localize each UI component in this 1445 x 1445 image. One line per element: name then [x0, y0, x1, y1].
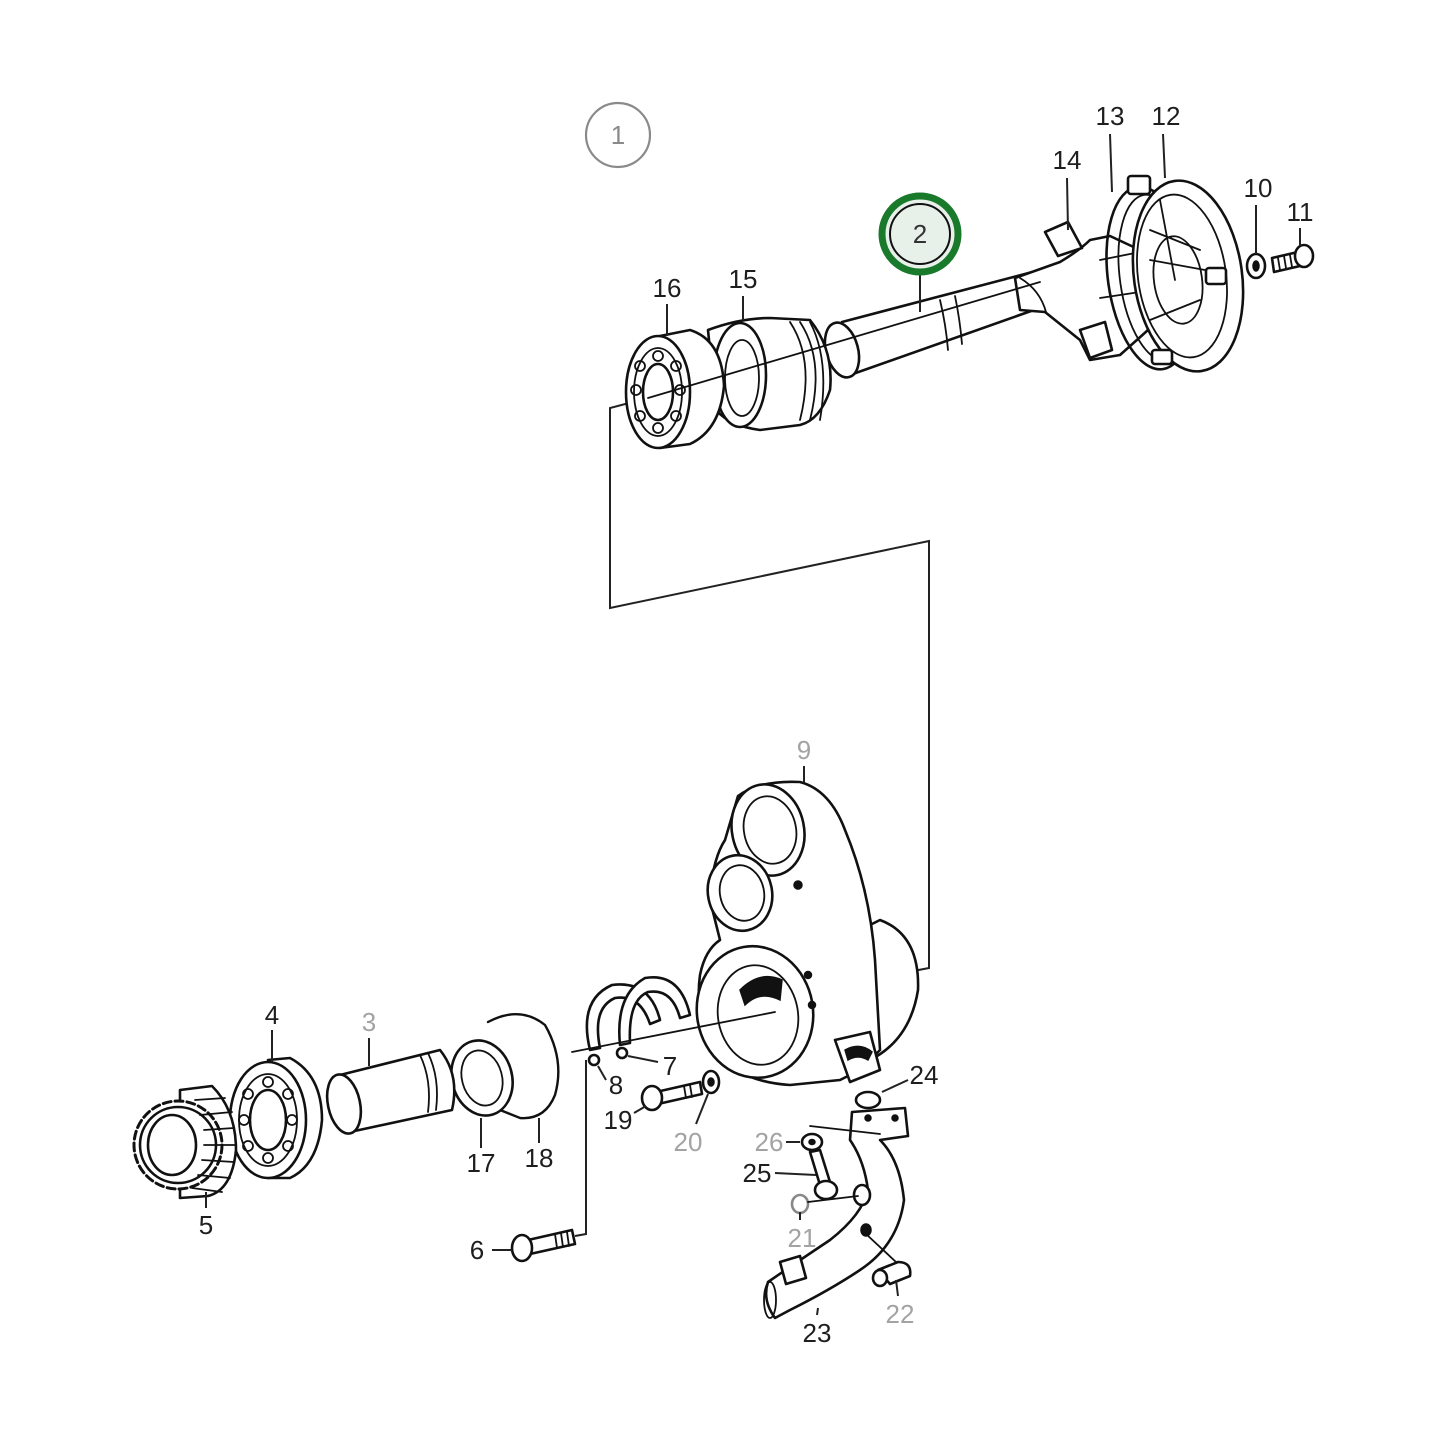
- part-2-shaft[interactable]: [819, 268, 1050, 381]
- part-label-6[interactable]: 6: [470, 1235, 484, 1265]
- part-24-seal[interactable]: [854, 1090, 882, 1110]
- part-4-bearing[interactable]: [228, 1056, 324, 1180]
- plug-21-axis: [807, 1195, 859, 1203]
- callout-2-label: 2: [913, 219, 927, 249]
- part-label-22[interactable]: 22: [886, 1299, 915, 1329]
- part-label-25[interactable]: 25: [743, 1158, 772, 1188]
- part-14-impeller[interactable]: [1013, 220, 1150, 362]
- part-label-15[interactable]: 15: [729, 264, 758, 294]
- part-12-pump-cover[interactable]: [1121, 173, 1255, 378]
- part-15-seal[interactable]: [706, 316, 832, 432]
- part-6-bolt[interactable]: [510, 1228, 577, 1263]
- part-label-8[interactable]: 8: [609, 1070, 623, 1100]
- part-label-3[interactable]: 3: [362, 1007, 376, 1037]
- fitting-22-axis: [865, 1233, 897, 1263]
- part-label-24[interactable]: 24: [910, 1060, 939, 1090]
- part-label-4[interactable]: 4: [265, 1000, 279, 1030]
- assembly-connector-line: [609, 397, 930, 973]
- part-7-thrust-washer[interactable]: [585, 975, 692, 1052]
- part-10-washer[interactable]: [1245, 252, 1267, 280]
- part-21-plug[interactable]: [790, 1193, 810, 1215]
- part-label-19[interactable]: 19: [604, 1105, 633, 1135]
- part-label-9[interactable]: 9: [797, 735, 811, 765]
- part-label-12[interactable]: 12: [1152, 101, 1181, 131]
- pipe-axis-line: [809, 1125, 881, 1135]
- part-20-washer[interactable]: [701, 1069, 721, 1095]
- top-axis-line: [647, 281, 1041, 399]
- part-label-5[interactable]: 5: [199, 1210, 213, 1240]
- leader-lines: [205, 133, 1301, 1316]
- part-19-bolt[interactable]: [640, 1080, 704, 1112]
- part-17-seal-ring[interactable]: [443, 1034, 521, 1123]
- part-5-gear[interactable]: [132, 1084, 238, 1200]
- bearing-balls: [238, 1076, 298, 1164]
- part-label-13[interactable]: 13: [1096, 101, 1125, 131]
- part-26-washer[interactable]: [800, 1132, 824, 1152]
- part-7-pin[interactable]: [615, 1046, 629, 1060]
- callout-assembly-2-selected[interactable]: 2: [878, 192, 962, 276]
- part-16-bearing[interactable]: [624, 328, 726, 450]
- part-9-timing-housing[interactable]: [686, 778, 920, 1088]
- part-label-23[interactable]: 23: [803, 1318, 832, 1348]
- part-label-11[interactable]: 11: [1287, 197, 1314, 227]
- part-label-26[interactable]: 26: [755, 1127, 784, 1157]
- part-label-14[interactable]: 14: [1053, 145, 1082, 175]
- callout-assembly-1[interactable]: 1: [584, 101, 652, 169]
- part-label-21[interactable]: 21: [788, 1223, 817, 1253]
- bolt-6-connector: [574, 1060, 587, 1237]
- part-18-circlip[interactable]: [486, 1012, 560, 1120]
- part-3-hub-sleeve[interactable]: [322, 1048, 456, 1137]
- part-11-bolt[interactable]: [1270, 243, 1315, 274]
- part-label-10[interactable]: 10: [1244, 173, 1273, 203]
- part-label-18[interactable]: 18: [525, 1143, 554, 1173]
- part-label-17[interactable]: 17: [467, 1148, 496, 1178]
- part-22-fitting[interactable]: [871, 1260, 912, 1288]
- part-23-pipe[interactable]: [763, 1106, 910, 1320]
- callout-1-label: 1: [611, 120, 625, 150]
- part-label-7[interactable]: 7: [663, 1051, 677, 1081]
- part-label-16[interactable]: 16: [653, 273, 682, 303]
- bottom-axis-line: [571, 1011, 776, 1053]
- part-number-labels: 3 4 5 6 7 8 9 10 11 12 13 14 15 16 17 18…: [199, 101, 1314, 1348]
- part-8-pin[interactable]: [587, 1053, 601, 1067]
- part-label-20[interactable]: 20: [674, 1127, 703, 1157]
